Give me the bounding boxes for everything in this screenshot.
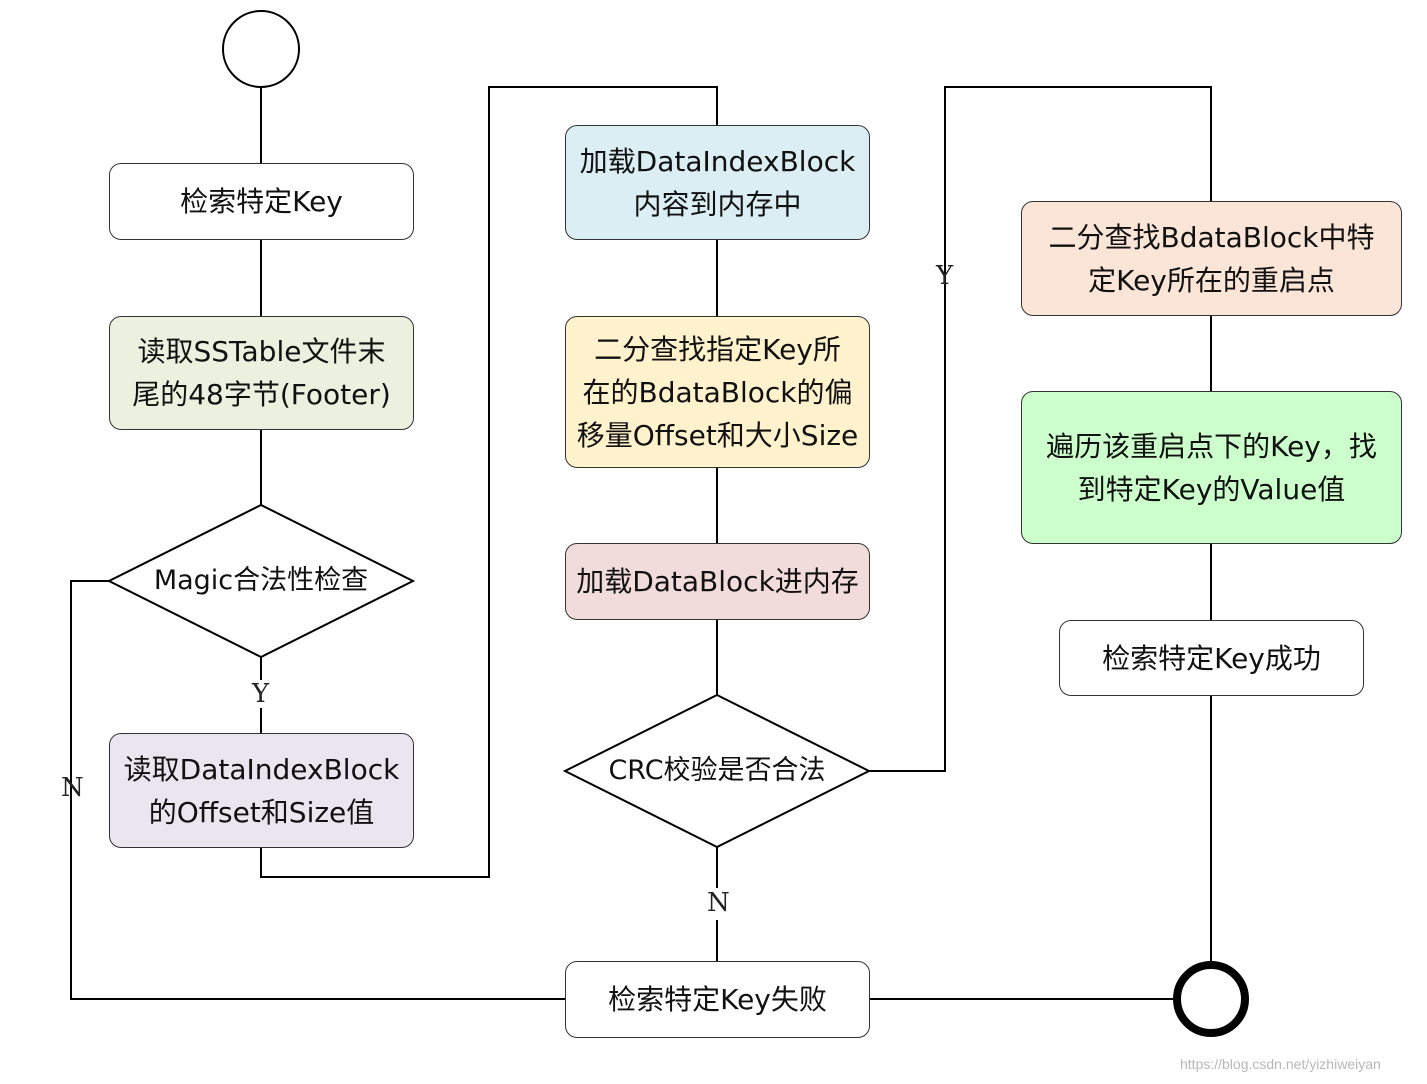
node-text-line: 到特定Key的Value值 [1077,472,1346,506]
node-text-line: 尾的48字节(Footer) [132,378,391,411]
node-text-line: 定Key所在的重启点 [1088,263,1335,297]
end-node [1173,961,1249,1037]
edge-readindex-to-loadindex [260,86,718,878]
start-node [222,10,300,88]
node-text-line: 的Offset和Size值 [148,795,375,829]
node-text-line: 二分查找指定Key所 [594,332,841,366]
binary-search-restart-text: 二分查找BdataBlock中特定Key所在的重启点 [1048,216,1374,302]
crc-yes-label: Y [936,261,954,291]
node-text-line: 读取SSTable文件末 [137,335,386,368]
read-footer-text: 读取SSTable文件末尾的48字节(Footer) [132,330,391,416]
magic-check-text: Magic合法性检查 [154,560,368,602]
node-text-line: 读取DataIndexBlock [123,752,400,786]
node-text-line: Magic合法 [153,565,288,596]
node-text-line: 检索特定Key成功 [1102,641,1321,675]
node-text-line: 加载DataBlock进内存 [576,565,859,598]
search-key-box: 检索特定Key [109,163,414,240]
crc-no-label: N [707,888,730,918]
watermark-text: https://blog.csdn.net/yizhiweiyan [1180,1056,1381,1072]
read-footer-box: 读取SSTable文件末尾的48字节(Footer) [109,316,414,430]
success-text: 检索特定Key成功 [1102,637,1321,680]
load-index-text: 加载DataIndexBlock 内容到内存中 [580,140,856,226]
node-text-line: CRC校验是 [608,755,745,786]
node-text-line: 内容到内存中 [633,187,802,221]
traverse-restart-text: 遍历该重启点下的Key，找到特定Key的Value值 [1046,425,1377,511]
edge-crc-yes-to-restart [869,86,1212,772]
load-block-box: 加载DataBlock进内存 [565,543,870,620]
node-text-line: 检索特定Key [180,185,343,218]
crc-check-text: CRC校验是否合法 [608,750,825,792]
magic-check-diamond [106,503,416,659]
success-box: 检索特定Key成功 [1059,620,1364,696]
magic-check-text: Magic合法性检查 [145,535,377,627]
node-text-line: 否合法 [744,755,826,786]
node-text-line: 二分查找BdataBlock中特 [1048,220,1375,254]
magic-no-label: N [61,773,84,803]
binary-search-block-text: 二分查找指定Key所在的BdataBlock的偏移量Offset和大小Size [577,328,859,457]
fail-box: 检索特定Key失败 [565,961,870,1038]
binary-search-block-box: 二分查找指定Key所在的BdataBlock的偏移量Offset和大小Size [565,316,870,468]
fail-text: 检索特定Key失败 [608,978,827,1021]
traverse-restart-box: 遍历该重启点下的Key，找到特定Key的Value值 [1021,391,1402,544]
node-text-line: 加载DataIndexBlock [579,144,856,178]
load-block-text: 加载DataBlock进内存 [576,560,859,603]
magic-yes-label: Y [252,679,270,709]
node-text-line: 遍历该重启点下的Key，找 [1046,429,1377,463]
node-text-line: 在的BdataBlock的偏 [582,375,853,409]
crc-check-text: CRC校验是否合法 [601,725,833,817]
load-index-box: 加载DataIndexBlock 内容到内存中 [565,125,870,240]
binary-search-restart-box: 二分查找BdataBlock中特定Key所在的重启点 [1021,201,1402,316]
search-key-text: 检索特定Key [180,180,343,223]
node-text-line: 检索特定Key失败 [608,983,827,1016]
read-index-box: 读取DataIndexBlock 的Offset和Size值 [109,733,414,848]
crc-check-diamond [562,693,872,849]
node-text-line: 性检查 [287,565,369,596]
read-index-text: 读取DataIndexBlock 的Offset和Size值 [124,748,400,834]
edge-magic-no-to-fail [70,580,565,1000]
node-text-line: 移量Offset和大小Size [576,418,859,452]
